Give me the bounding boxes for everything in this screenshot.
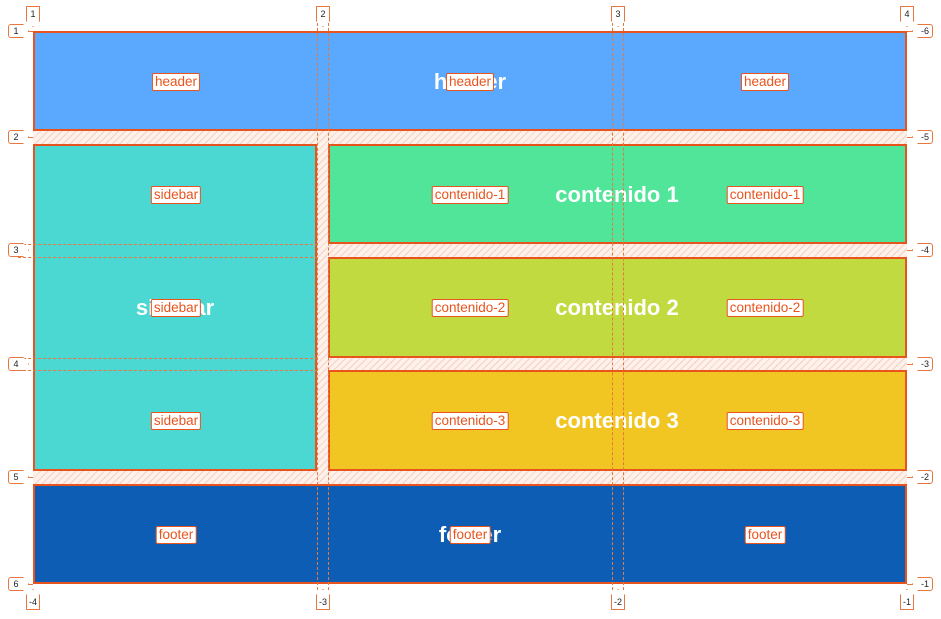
row-line-3b [18, 257, 318, 258]
area-label-footer: footer [744, 526, 786, 544]
column-line-number-badge: 2 [316, 6, 330, 27]
row-line-connector [907, 364, 915, 365]
row-line-number-badge: 2 [8, 130, 29, 144]
row-gap-4 [33, 471, 907, 484]
row-line-4b [18, 370, 318, 371]
row-line-number-badge: 1 [8, 24, 29, 38]
area-label-header: header [740, 73, 790, 91]
contenido-1-content-text: contenido 1 [555, 182, 679, 207]
area-label-contenido-1: contenido-1 [726, 186, 804, 204]
column-line-number-badge: -4 [26, 589, 40, 610]
row-line-number-badge: -2 [912, 470, 933, 484]
area-label-footer: footer [155, 526, 197, 544]
row-line-number-badge: -4 [912, 243, 933, 257]
area-label-contenido-2: contenido-2 [431, 299, 509, 317]
area-label-sidebar: sidebar [150, 299, 202, 317]
area-label-contenido-3: contenido-3 [431, 412, 509, 430]
row-line-connector [907, 477, 915, 478]
column-line-number-badge: 1 [26, 6, 40, 27]
row-line-number-badge: 6 [8, 577, 29, 591]
column-line-number-badge: -2 [611, 589, 625, 610]
column-line-number-badge: -3 [316, 589, 330, 610]
area-label-footer: footer [449, 526, 491, 544]
area-label-header: header [151, 73, 201, 91]
grid-area-contenido-1[interactable] [328, 144, 907, 244]
column-line-number-badge: 3 [611, 6, 625, 27]
row-line-number-badge: -5 [912, 130, 933, 144]
column-gap-1 [317, 144, 328, 471]
column-line-2b [328, 18, 329, 590]
row-line-connector [907, 250, 915, 251]
row-line-connector [907, 31, 915, 32]
area-label-contenido-2: contenido-2 [726, 299, 804, 317]
row-line-connector [907, 137, 915, 138]
row-line-connector [907, 584, 915, 585]
column-line-3b [623, 18, 624, 590]
area-label-contenido-3: contenido-3 [726, 412, 804, 430]
row-line-number-badge: -1 [912, 577, 933, 591]
area-label-sidebar: sidebar [150, 186, 202, 204]
row-line-number-badge: 4 [8, 357, 29, 371]
contenido-2-content-text: contenido 2 [555, 295, 679, 320]
column-line-number-badge: -1 [900, 589, 914, 610]
column-line-2a [317, 18, 318, 590]
row-line-number-badge: -3 [912, 357, 933, 371]
area-label-contenido-1: contenido-1 [431, 186, 509, 204]
column-line-3a [612, 18, 613, 590]
grid-area-contenido-3[interactable] [328, 370, 907, 471]
area-label-sidebar: sidebar [150, 412, 202, 430]
row-line-4a [18, 358, 318, 359]
row-gap-1 [33, 131, 907, 144]
grid-area-contenido-2[interactable] [328, 257, 907, 358]
contenido-3-content-text: contenido 3 [555, 408, 679, 433]
row-line-number-badge: 5 [8, 470, 29, 484]
row-line-number-badge: 3 [8, 243, 29, 257]
row-line-number-badge: -6 [912, 24, 933, 38]
row-line-3a [18, 244, 318, 245]
area-label-header: header [445, 73, 495, 91]
column-line-number-badge: 4 [900, 6, 914, 27]
